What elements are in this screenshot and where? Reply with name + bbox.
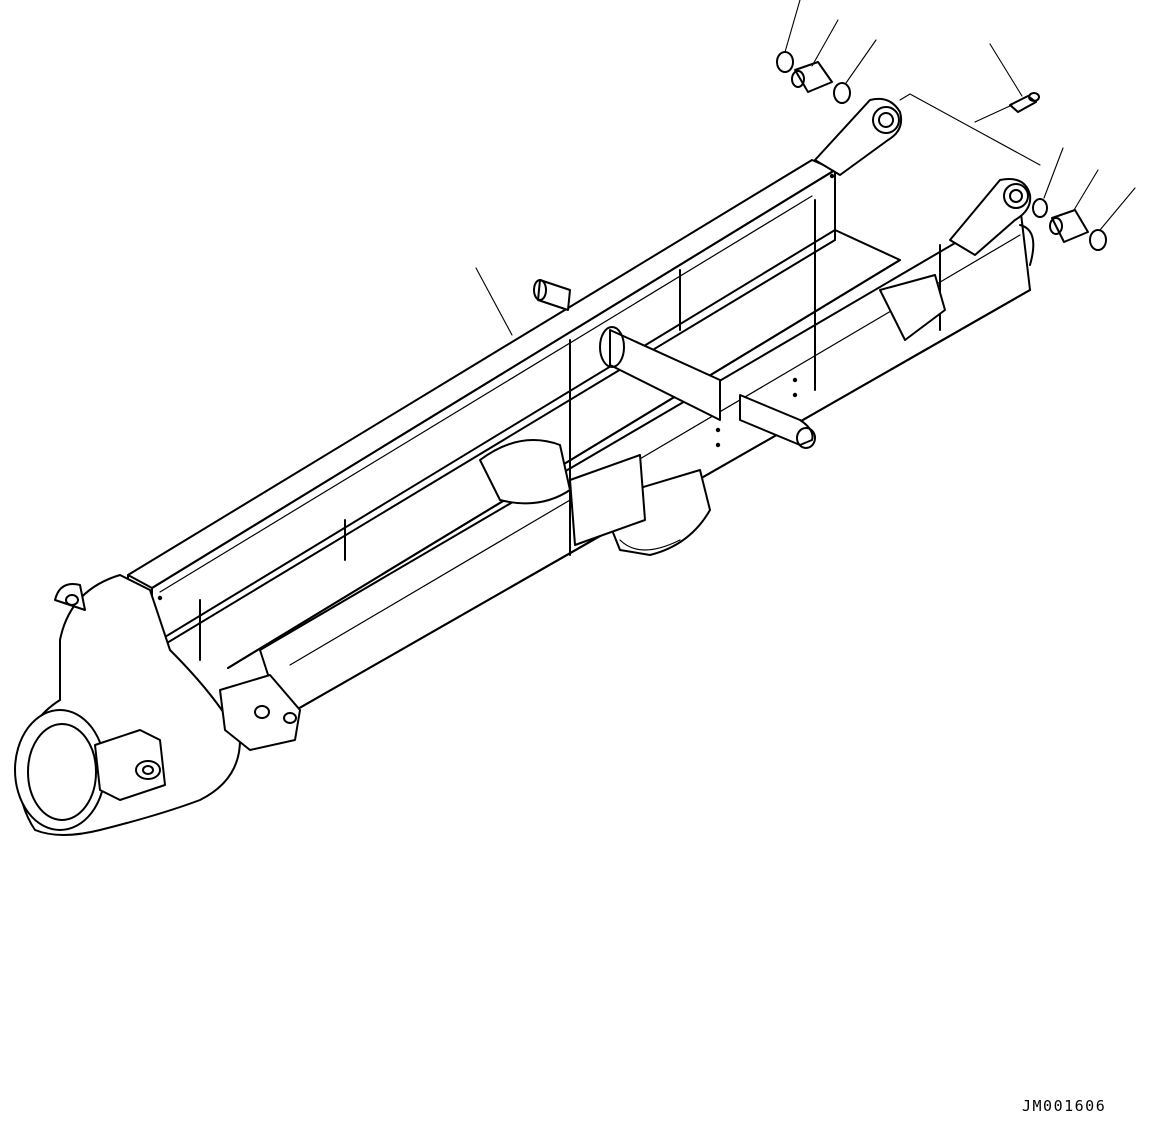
o-ring-2 bbox=[833, 82, 851, 104]
upper-right-lugs bbox=[814, 97, 1035, 266]
axle-housing bbox=[14, 574, 241, 836]
frame-main-body bbox=[127, 159, 1031, 719]
o-ring-3 bbox=[1032, 198, 1048, 218]
drawing-code: JM001606 bbox=[1022, 1097, 1107, 1115]
mount-bracket bbox=[219, 674, 301, 751]
exploded-parts bbox=[776, 51, 1107, 251]
bushing-2 bbox=[1051, 209, 1089, 243]
leader-lines bbox=[475, 0, 1136, 336]
grease-fitting bbox=[1009, 95, 1037, 113]
o-ring-1 bbox=[776, 51, 794, 73]
center-support bbox=[479, 274, 946, 556]
bolt-holes bbox=[157, 173, 835, 601]
cross-tube bbox=[533, 279, 816, 449]
o-ring-4 bbox=[1089, 229, 1107, 251]
bushing-1 bbox=[794, 61, 833, 93]
